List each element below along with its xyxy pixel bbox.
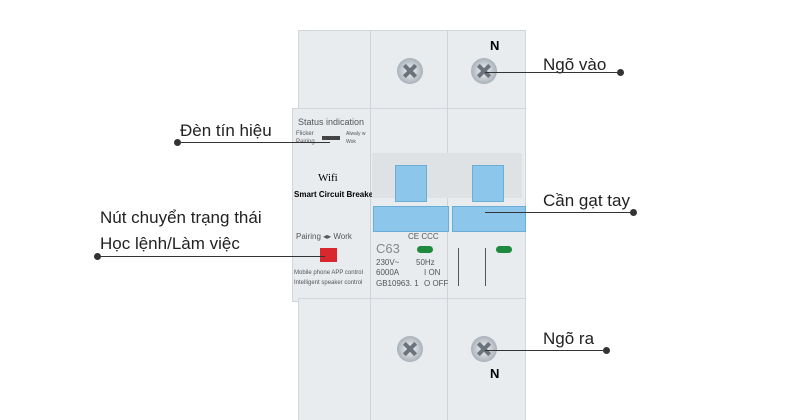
voltage-text: 230V~ [376,258,400,267]
frequency-text: 50Hz [416,258,435,267]
breaking-capacity: 6000A [376,268,400,277]
label-switch-line2: Học lệnh/Làm việc [100,234,240,253]
speaker-control-text: Intelligent speaker control [294,280,363,286]
led-right [496,246,512,253]
screw-icon [471,336,497,362]
callout-line [485,212,633,213]
lever-handle-right[interactable] [472,165,504,202]
lever-cap-left[interactable] [373,206,449,232]
off-text: O OFF [424,279,449,288]
label-output: Ngõ ra [543,329,595,348]
callout-dot [617,69,624,76]
wifi-text: Wifi [318,172,338,184]
status-title: Status indication [298,117,365,127]
cert-marks: CE CCC [408,232,439,241]
status-led [322,136,340,140]
callout-dot [94,253,101,260]
terminal-n-top: N [490,38,500,53]
screw-icon [471,58,497,84]
lever-handle-left[interactable] [395,165,427,202]
callout-line [485,350,606,351]
rating-text: C63 [376,241,400,256]
terminal-n-bottom: N [490,366,500,381]
flicker-text: Flicker [296,131,314,137]
callout-line [177,142,330,143]
callout-dot [603,347,610,354]
lever-cap-right[interactable] [452,206,526,232]
pairing-work-text: Pairing ◂▸ Work [296,232,352,241]
screw-icon [397,58,423,84]
breaker-middle [292,108,526,302]
app-control-text: Mobile phone APP control [294,270,363,276]
pairing-work-switch[interactable] [320,248,337,262]
label-indicator: Đèn tín hiệu [180,121,272,140]
standard-text: GB10963. 1 [376,279,419,288]
product-name: Smart Circuit Breaker [294,190,377,199]
led-left [417,246,433,253]
callout-line [97,256,325,257]
always-on-text: Alwaly w [346,131,366,137]
work-small-text: Wok [346,139,356,145]
divider [370,30,371,420]
screw-icon [397,336,423,362]
circuit-symbol [458,248,486,286]
callout-dot [630,209,637,216]
label-lever: Cần gạt tay [543,191,630,210]
label-switch-line1: Nút chuyển trạng thái [100,208,262,227]
on-text: I ON [424,268,441,277]
callout-line [485,72,620,73]
callout-dot [174,139,181,146]
label-input: Ngõ vào [543,55,607,74]
